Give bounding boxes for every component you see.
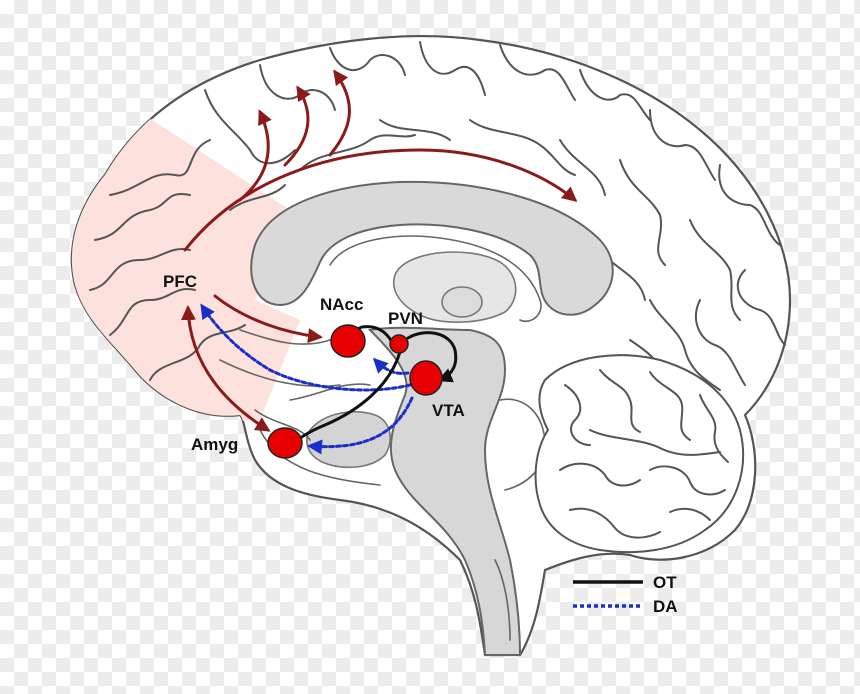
legend: OT DA — [573, 573, 678, 616]
pfc-label: PFC — [163, 272, 197, 291]
thalamus — [393, 251, 517, 323]
vta-nucleus — [409, 360, 443, 396]
legend-da-label: DA — [653, 597, 678, 616]
cortex-gyri — [89, 41, 786, 391]
amyg-label: Amyg — [191, 435, 238, 454]
corpus-callosum — [250, 180, 614, 316]
pfc-to-cortex-arrow-1 — [238, 109, 272, 202]
fornix — [329, 235, 542, 322]
pvn-label: PVN — [388, 309, 423, 328]
vta-to-amyg-da-path — [307, 396, 414, 455]
amyg-nucleus — [267, 427, 303, 459]
pfc-to-cortex-arrow-2 — [283, 85, 311, 167]
pvn-to-vta-ot-path — [406, 331, 458, 383]
vta-to-pfc-da-path — [200, 303, 412, 392]
interthalamic-adhesion — [441, 286, 483, 318]
vta-label: VTA — [432, 401, 465, 420]
nacc-label: NAcc — [320, 295, 363, 314]
cortical-projections — [180, 69, 578, 432]
legend-ot-label: OT — [653, 573, 677, 592]
pvn-nucleus — [389, 334, 409, 354]
cerebellum — [534, 354, 745, 554]
pfc-to-cortex-arrow-3 — [328, 69, 351, 157]
brainstem — [367, 326, 522, 656]
nacc-nucleus — [330, 324, 366, 358]
pfc-amyg-bidirectional-arrow — [180, 305, 271, 432]
